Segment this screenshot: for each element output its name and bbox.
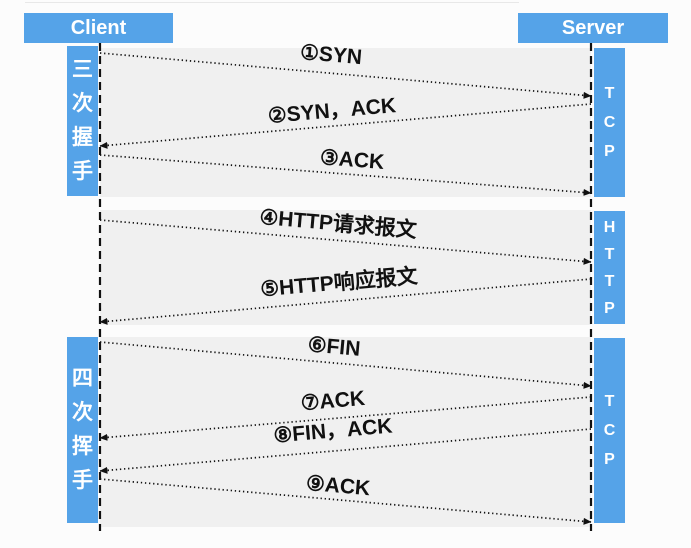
server-actor-box: Server (518, 13, 668, 43)
client-label: Client (70, 16, 127, 39)
three-way-handshake-label: 三次握手 (72, 58, 93, 183)
three-way-handshake-label-box: 三次握手 (67, 46, 98, 196)
protocol-tag-tcp-top-label: TCP (603, 85, 616, 160)
phase-panel-teardown (100, 337, 591, 527)
protocol-tag-tcp-top: TCP (594, 48, 625, 197)
protocol-tag-tcp-bottom: TCP (594, 338, 625, 523)
phase-panel-handshake (100, 48, 591, 197)
four-way-wave-label: 四次挥手 (72, 367, 93, 492)
top-border-line (25, 2, 519, 3)
server-label: Server (561, 16, 625, 39)
four-way-wave-label-box: 四次挥手 (67, 337, 98, 523)
phase-panel-http (100, 210, 591, 325)
protocol-tag-http: HTTP (594, 211, 625, 324)
protocol-tag-tcp-bottom-label: TCP (603, 393, 616, 468)
protocol-tag-http-label: HTTP (603, 218, 616, 317)
client-actor-box: Client (24, 13, 173, 43)
